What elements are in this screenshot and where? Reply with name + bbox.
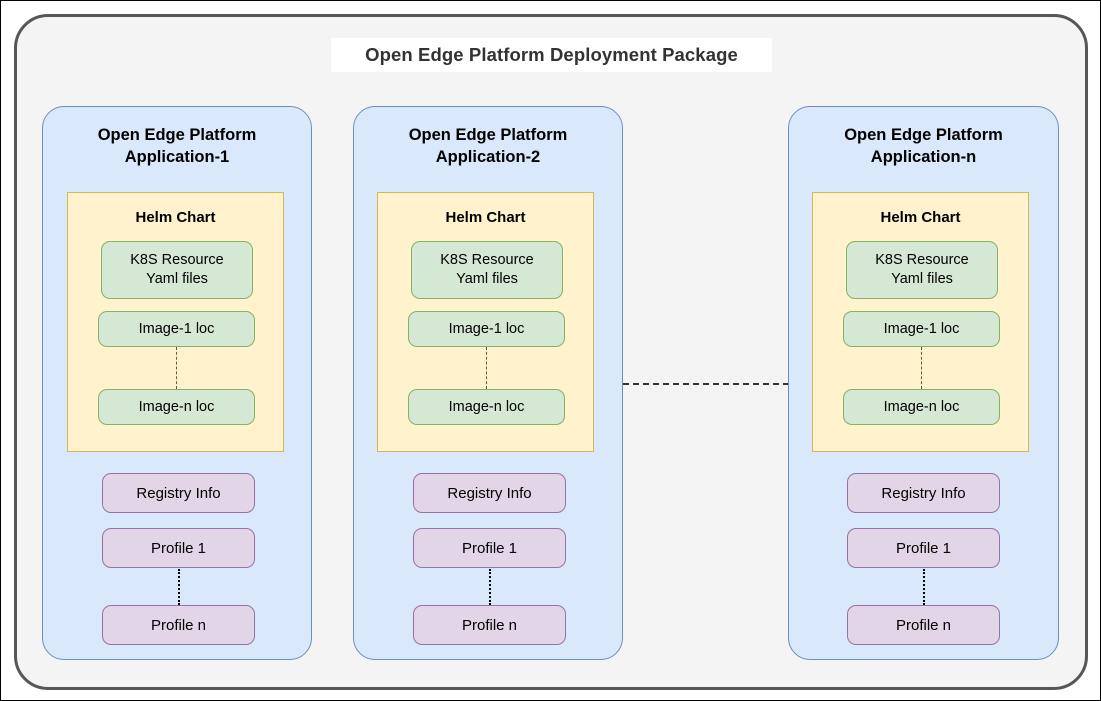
image-1-loc-label-1: Image-1 loc bbox=[138, 320, 215, 337]
application-1-title-line1: Open Edge Platform bbox=[97, 126, 257, 144]
registry-info-label-1: Registry Info bbox=[136, 484, 221, 502]
image-1-loc-box-2[interactable]: Image-1 loc bbox=[408, 311, 565, 347]
profile-1-label-n: Profile 1 bbox=[895, 539, 952, 557]
k8s-resource-yaml-box-1[interactable]: K8S Resource Yaml files bbox=[101, 241, 253, 299]
application-1-title-line2: Application-1 bbox=[124, 147, 230, 166]
profile-n-label-1: Profile n bbox=[150, 616, 207, 634]
profile-1-box-n[interactable]: Profile 1 bbox=[847, 528, 1000, 568]
image-1-loc-label-2: Image-1 loc bbox=[448, 320, 525, 337]
application-2-title: Open Edge Platform Application-2 bbox=[354, 125, 622, 169]
k8s-label-line1-1: K8S Resource bbox=[130, 252, 224, 269]
k8s-label-line2-2: Yaml files bbox=[456, 271, 518, 287]
application-2-title-line1: Open Edge Platform bbox=[408, 126, 568, 144]
registry-info-box-n[interactable]: Registry Info bbox=[847, 473, 1000, 513]
image-n-loc-box-n[interactable]: Image-n loc bbox=[843, 389, 1000, 425]
application-card-2[interactable]: Open Edge Platform Application-2 Helm Ch… bbox=[353, 106, 623, 660]
profile-n-box-2[interactable]: Profile n bbox=[413, 605, 566, 645]
application-card-1[interactable]: Open Edge Platform Application-1 Helm Ch… bbox=[42, 106, 312, 660]
image-1-loc-box-1[interactable]: Image-1 loc bbox=[98, 311, 255, 347]
helm-chart-title-1: Helm Chart bbox=[135, 209, 216, 226]
registry-info-box-2[interactable]: Registry Info bbox=[413, 473, 566, 513]
application-continuation-dashed-link bbox=[623, 383, 789, 385]
application-n-title-line1: Open Edge Platform bbox=[844, 126, 1003, 144]
k8s-label-line2-n: Yaml files bbox=[891, 271, 953, 287]
application-1-title: Open Edge Platform Application-1 bbox=[43, 125, 311, 169]
image-1-loc-box-n[interactable]: Image-1 loc bbox=[843, 311, 1000, 347]
image-1-loc-label-n: Image-1 loc bbox=[883, 320, 960, 337]
application-card-n[interactable]: Open Edge Platform Application-n Helm Ch… bbox=[788, 106, 1059, 660]
image-chain-dashed-connector-1 bbox=[176, 347, 177, 389]
registry-info-box-1[interactable]: Registry Info bbox=[102, 473, 255, 513]
profile-chain-dotted-connector-2 bbox=[489, 569, 491, 605]
profile-n-box-1[interactable]: Profile n bbox=[102, 605, 255, 645]
image-n-loc-label-1: Image-n loc bbox=[138, 398, 215, 415]
registry-info-label-n: Registry Info bbox=[881, 484, 966, 502]
image-n-loc-label-2: Image-n loc bbox=[448, 398, 525, 415]
image-chain-dashed-connector-n bbox=[921, 347, 922, 389]
k8s-label-line1-n: K8S Resource bbox=[875, 252, 969, 269]
image-n-loc-box-1[interactable]: Image-n loc bbox=[98, 389, 255, 425]
helm-chart-title-n: Helm Chart bbox=[880, 209, 961, 226]
image-n-loc-label-n: Image-n loc bbox=[883, 398, 960, 415]
helm-chart-box-n: Helm Chart K8S Resource Yaml files Image… bbox=[812, 192, 1029, 452]
k8s-resource-yaml-box-n[interactable]: K8S Resource Yaml files bbox=[846, 241, 998, 299]
k8s-label-line1-2: K8S Resource bbox=[440, 252, 534, 269]
registry-info-label-2: Registry Info bbox=[447, 484, 532, 502]
helm-chart-title-2: Helm Chart bbox=[445, 209, 526, 226]
application-n-title-line2: Application-n bbox=[870, 147, 977, 166]
profile-chain-dotted-connector-1 bbox=[178, 569, 180, 605]
profile-chain-dotted-connector-n bbox=[923, 569, 925, 605]
k8s-label-line2-1: Yaml files bbox=[146, 271, 208, 287]
application-2-title-line2: Application-2 bbox=[435, 147, 541, 166]
profile-1-label-2: Profile 1 bbox=[461, 539, 518, 557]
profile-1-box-1[interactable]: Profile 1 bbox=[102, 528, 255, 568]
k8s-resource-yaml-box-2[interactable]: K8S Resource Yaml files bbox=[411, 241, 563, 299]
profile-n-label-n: Profile n bbox=[895, 616, 952, 634]
image-chain-dashed-connector-2 bbox=[486, 347, 487, 389]
profile-n-label-2: Profile n bbox=[461, 616, 518, 634]
package-title-text: Open Edge Platform Deployment Package bbox=[365, 44, 738, 65]
application-n-title: Open Edge Platform Application-n bbox=[789, 125, 1058, 169]
package-title-banner: Open Edge Platform Deployment Package bbox=[331, 38, 772, 72]
helm-chart-box-2: Helm Chart K8S Resource Yaml files Image… bbox=[377, 192, 594, 452]
profile-n-box-n[interactable]: Profile n bbox=[847, 605, 1000, 645]
profile-1-box-2[interactable]: Profile 1 bbox=[413, 528, 566, 568]
profile-1-label-1: Profile 1 bbox=[150, 539, 207, 557]
helm-chart-box-1: Helm Chart K8S Resource Yaml files Image… bbox=[67, 192, 284, 452]
image-n-loc-box-2[interactable]: Image-n loc bbox=[408, 389, 565, 425]
